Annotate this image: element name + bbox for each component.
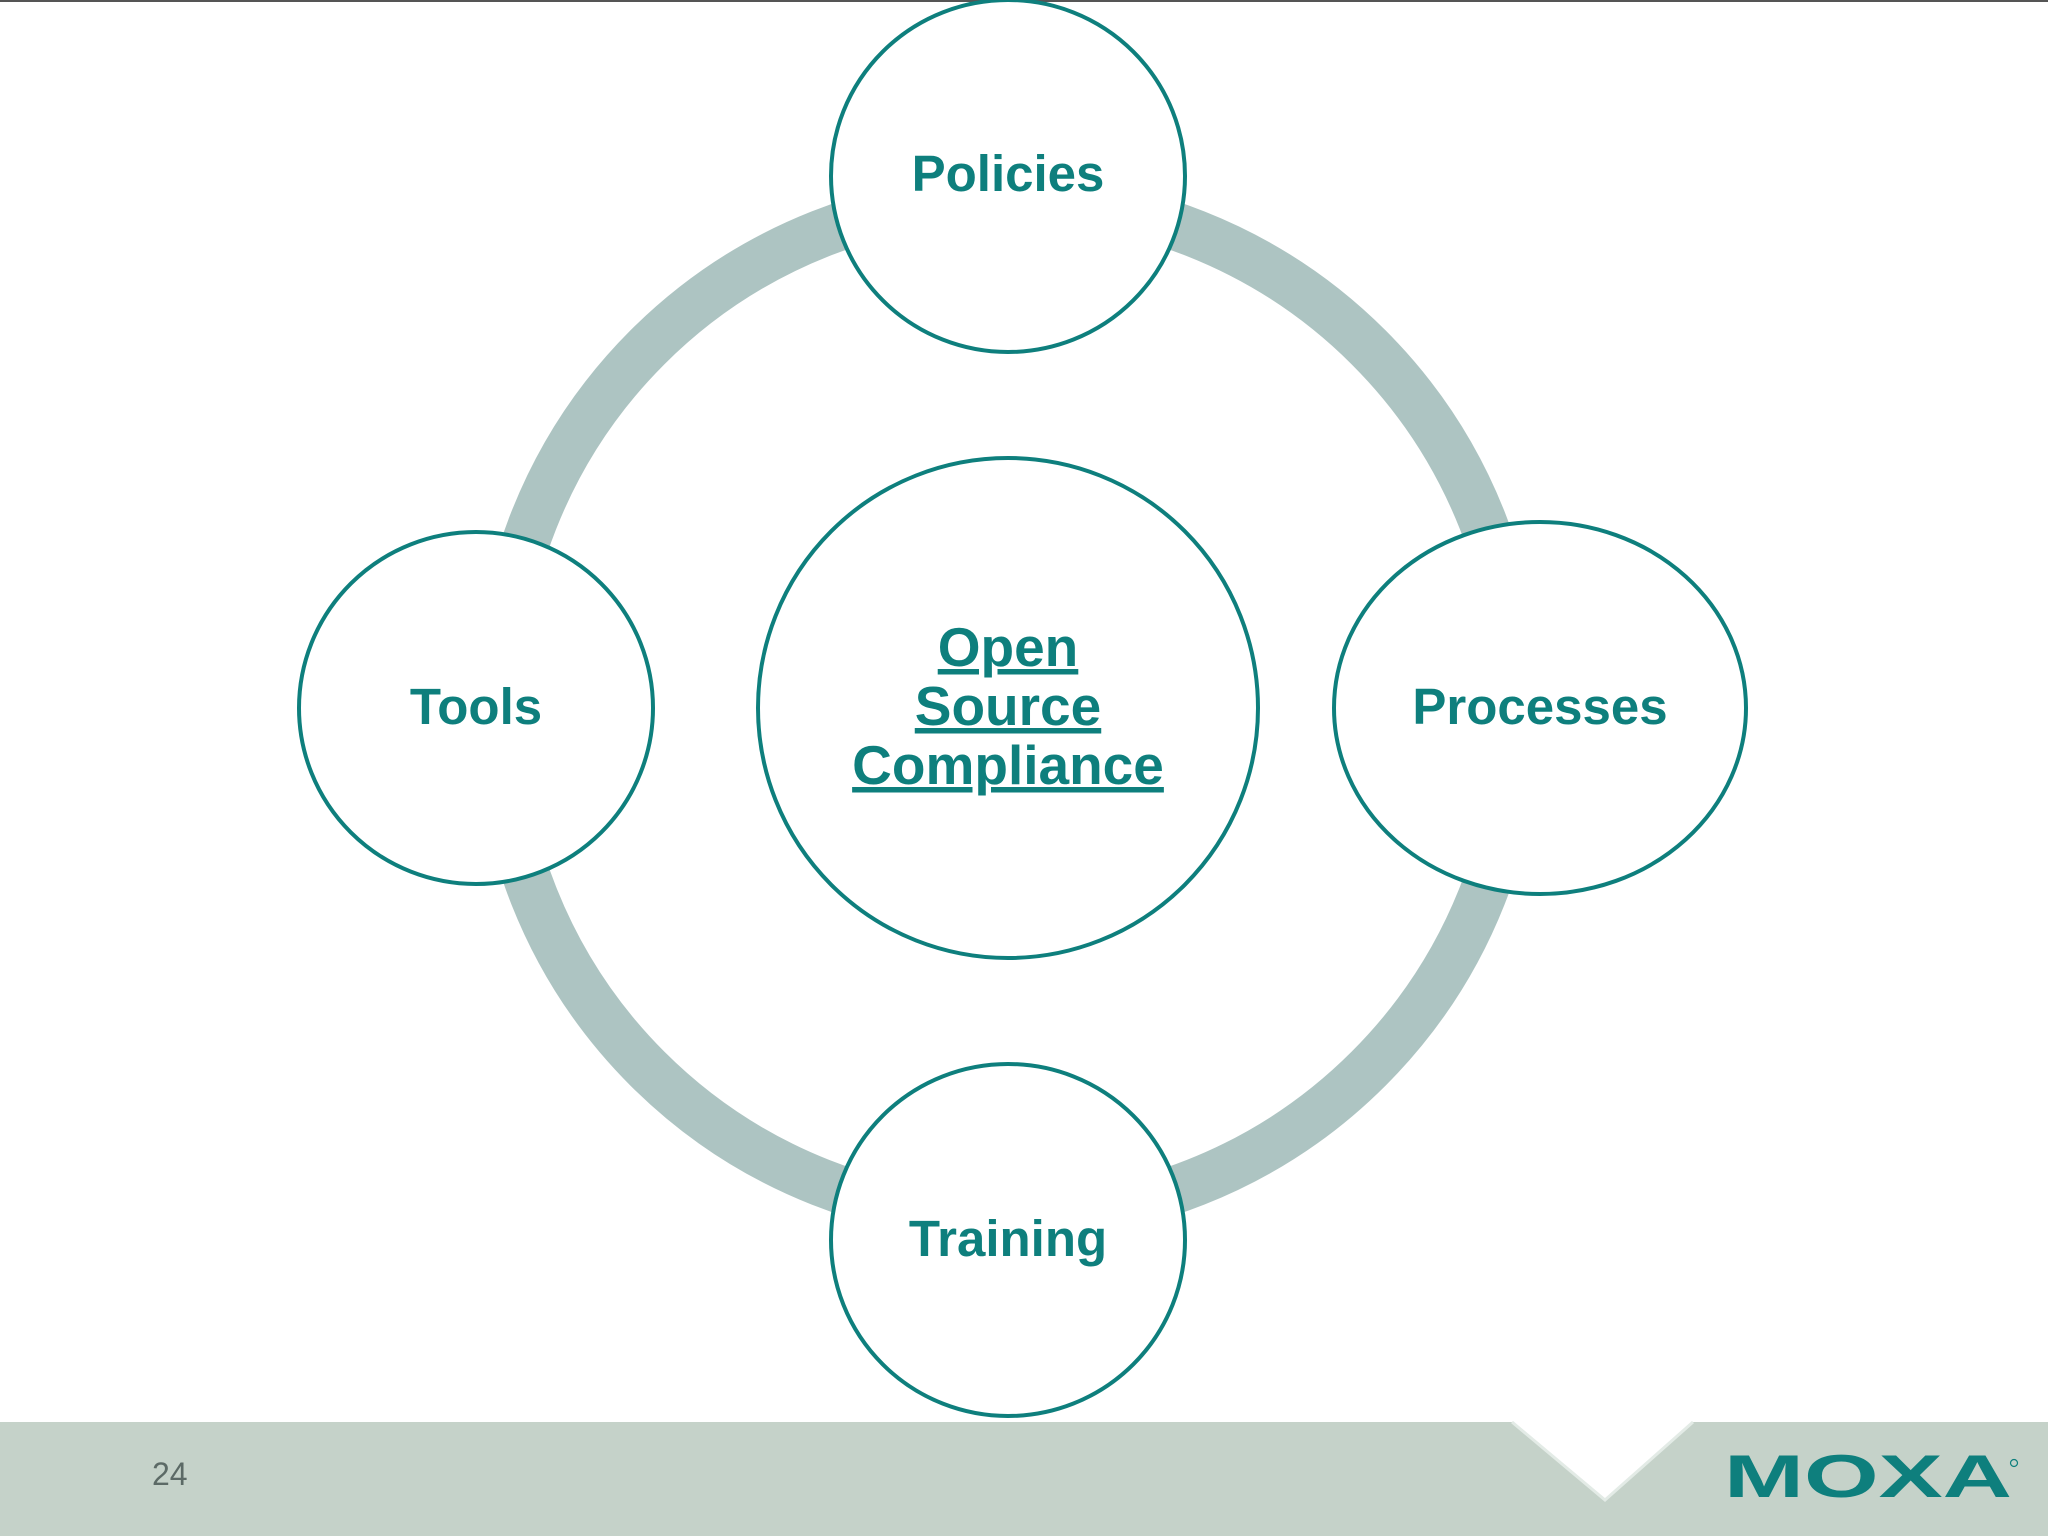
center-label-line-1: Open: [938, 616, 1079, 678]
node-tools-label: Tools: [410, 678, 542, 735]
node-tools[interactable]: Tools: [297, 530, 655, 886]
moxa-logo-text: MOXA: [1724, 1443, 2012, 1510]
node-policies-circle: [829, 0, 1187, 354]
footer-band: [0, 1420, 2048, 1536]
node-training[interactable]: Training: [829, 1062, 1187, 1418]
center-node-circle: [756, 456, 1260, 960]
node-training-label: Training: [909, 1210, 1107, 1267]
node-processes-circle: [1332, 520, 1748, 896]
node-policies[interactable]: Policies: [829, 0, 1187, 354]
node-policies-label: Policies: [912, 145, 1105, 202]
page-number: 24: [152, 1456, 188, 1492]
node-processes-label: Processes: [1412, 678, 1667, 735]
footer-bar: [0, 1422, 2048, 1536]
center-node[interactable]: Open Source Compliance: [756, 456, 1260, 960]
node-training-circle: [829, 1062, 1187, 1418]
registered-mark-icon: [2009, 1458, 2019, 1468]
center-label-line-3: Compliance: [852, 734, 1164, 796]
center-label-line-2: Source: [915, 675, 1101, 737]
moxa-logo: MOXA: [1724, 1443, 2019, 1510]
node-tools-circle: [297, 530, 655, 886]
footer-notch-highlight: [1511, 1420, 1694, 1502]
node-processes[interactable]: Processes: [1332, 520, 1748, 896]
